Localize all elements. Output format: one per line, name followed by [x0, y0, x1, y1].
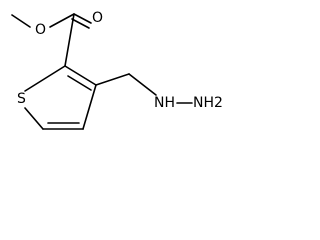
molecule-structure: O O S NH NH2	[11, 10, 223, 130]
bond-oxygen-carbonyl	[49, 13, 75, 28]
bond-carbonyl-double-o-a	[73, 13, 92, 24]
bond-methyl-oxygen	[11, 14, 31, 28]
atom-label-amine-nh2: NH2	[193, 95, 223, 111]
bond-ch2-nh	[128, 73, 157, 96]
atom-label-ester-oxygen: O	[35, 22, 46, 38]
bond-sulfur-c5	[24, 107, 44, 130]
bond-c3-c2-inner	[67, 75, 92, 91]
bond-c3-c2	[64, 65, 97, 86]
bond-carbonyl-c2	[64, 13, 75, 67]
atom-label-amine-nh: NH	[154, 95, 175, 111]
atom-label-ring-sulfur: S	[17, 91, 26, 107]
bond-c2-sulfur	[24, 65, 66, 92]
bond-carbonyl-double-o-b	[71, 18, 90, 29]
bond-c3-ch2	[95, 73, 130, 86]
atom-label-carbonyl-oxygen: O	[92, 10, 103, 26]
bond-c4-c3	[82, 84, 97, 130]
